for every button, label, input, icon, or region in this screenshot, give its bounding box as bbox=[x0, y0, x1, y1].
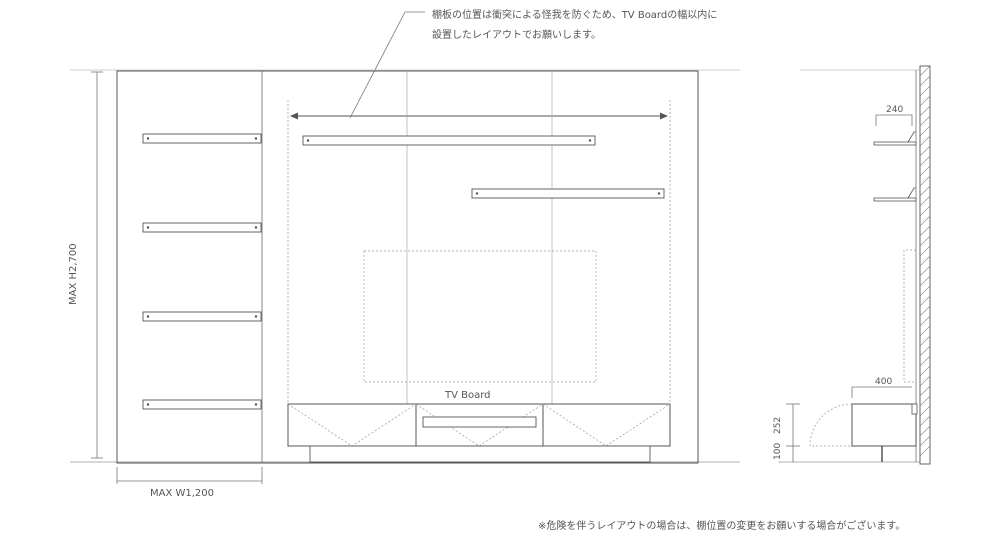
top-note-line-2: 設置したレイアウトでお願いします。 bbox=[432, 28, 601, 41]
shelf-depth-label: 240 bbox=[886, 105, 903, 115]
right-shelf-short bbox=[471, 188, 665, 199]
left-shelf-1 bbox=[142, 133, 262, 144]
side-shelf-1 bbox=[873, 131, 917, 146]
leg-height-label: 100 bbox=[773, 443, 783, 460]
board-depth-label: 400 bbox=[875, 377, 892, 387]
right-shelf-long bbox=[302, 135, 596, 146]
tv-board-label: TV Board bbox=[444, 390, 491, 401]
shelf-depth-dimension bbox=[875, 114, 913, 126]
side-wall-hatch bbox=[919, 65, 931, 465]
side-tv-outline bbox=[903, 249, 916, 383]
bottom-note: ※危険を伴うレイアウトの場合は、棚位置の変更をお願いする場合がございます。 bbox=[538, 519, 905, 532]
tv-board bbox=[287, 403, 671, 463]
board-height-label: 252 bbox=[773, 417, 783, 434]
top-note-leader bbox=[349, 11, 425, 119]
wall-panel-outline bbox=[116, 70, 699, 464]
board-depth-dimension bbox=[851, 386, 912, 398]
tv-outline bbox=[363, 250, 597, 383]
left-shelf-2 bbox=[142, 222, 262, 233]
side-shelf-2 bbox=[873, 187, 917, 202]
max-height-label: MAX H2,700 bbox=[68, 243, 79, 305]
left-shelf-3 bbox=[142, 311, 262, 322]
max-width-label: MAX W1,200 bbox=[150, 488, 214, 499]
top-note-line-1: 棚板の位置は衝突による怪我を防ぐため、TV Boardの幅以内に bbox=[432, 8, 717, 21]
tv-board-center-drawer bbox=[422, 416, 537, 428]
left-shelf-4 bbox=[142, 399, 262, 410]
side-tv-board bbox=[809, 403, 918, 462]
